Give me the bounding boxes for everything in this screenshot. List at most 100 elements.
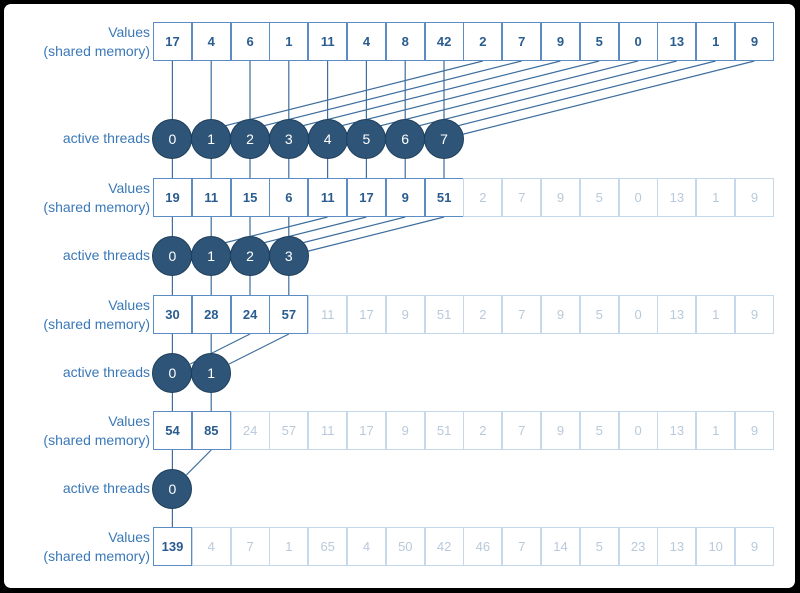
wire-diagonal <box>186 449 212 476</box>
shared-memory-cell: 7 <box>502 22 542 61</box>
shared-memory-cell: 17 <box>347 178 386 217</box>
shared-memory-cell: 42 <box>424 527 464 566</box>
shared-memory-cell: 9 <box>735 22 774 61</box>
values-label-line2: (shared memory) <box>43 432 150 448</box>
shared-memory-cell: 7 <box>502 527 542 566</box>
shared-memory-cell: 23 <box>618 527 658 566</box>
thread-node: 1 <box>191 236 232 276</box>
shared-memory-cell: 4 <box>347 527 386 566</box>
wire-diagonal <box>385 60 677 135</box>
shared-memory-cell: 65 <box>308 527 348 566</box>
thread-node: 0 <box>152 236 193 276</box>
thread-node: 2 <box>230 119 270 159</box>
thread-node: 2 <box>230 236 270 276</box>
shared-memory-cell: 9 <box>385 295 425 334</box>
shared-memory-cell: 0 <box>618 411 658 450</box>
values-label: Values (shared memory) <box>4 412 150 450</box>
shared-memory-cell: 1 <box>696 22 736 61</box>
shared-memory-cell: 5 <box>579 527 619 566</box>
shared-memory-cell: 1 <box>269 22 309 61</box>
shared-memory-cell: 24 <box>230 295 270 334</box>
shared-memory-cell: 9 <box>735 178 774 217</box>
values-label: Values (shared memory) <box>4 23 150 61</box>
shared-memory-cell: 50 <box>385 527 425 566</box>
shared-memory-cell: 0 <box>618 178 658 217</box>
wire-diagonal <box>424 60 716 135</box>
values-label-line1: Values <box>108 297 150 313</box>
thread-node: 5 <box>346 119 387 159</box>
shared-memory-cell: 11 <box>308 22 348 61</box>
shared-memory-cell: 1 <box>696 178 736 217</box>
shared-memory-cell: 7 <box>502 411 542 450</box>
shared-memory-cell: 4 <box>347 22 386 61</box>
active-threads-label: active threads <box>62 364 150 380</box>
shared-memory-cell: 51 <box>424 178 464 217</box>
shared-memory-cell: 9 <box>385 178 425 217</box>
values-label-line2: (shared memory) <box>43 199 150 215</box>
thread-node: 4 <box>307 119 348 159</box>
shared-memory-cell: 2 <box>463 295 503 334</box>
shared-memory-cell: 5 <box>579 295 619 334</box>
values-label-line1: Values <box>108 529 150 545</box>
thread-node: 3 <box>268 236 309 276</box>
shared-memory-cell: 54 <box>153 411 192 450</box>
shared-memory-cell: 57 <box>269 411 309 450</box>
thread-node: 1 <box>191 119 232 159</box>
shared-memory-cell: 1 <box>696 411 736 450</box>
shared-memory-cell: 5 <box>579 22 619 61</box>
values-label: Values (shared memory) <box>4 296 150 334</box>
shared-memory-cell: 14 <box>541 527 580 566</box>
values-label-line1: Values <box>108 413 150 429</box>
shared-memory-cell: 51 <box>424 411 464 450</box>
values-label-line1: Values <box>108 24 150 40</box>
shared-memory-cell: 5 <box>579 411 619 450</box>
shared-memory-cell: 51 <box>424 295 464 334</box>
values-label: Values (shared memory) <box>4 528 150 566</box>
shared-memory-cell: 9 <box>541 22 580 61</box>
values-label-line2: (shared memory) <box>43 548 150 564</box>
shared-memory-cell: 13 <box>657 178 697 217</box>
shared-memory-cell: 1 <box>696 295 736 334</box>
shared-memory-cell: 28 <box>191 295 231 334</box>
thread-node: 0 <box>152 469 193 509</box>
wire-diagonal <box>463 60 755 135</box>
thread-node: 7 <box>424 119 464 159</box>
values-label-line2: (shared memory) <box>43 43 150 59</box>
shared-memory-cell: 9 <box>541 295 580 334</box>
values-label-line2: (shared memory) <box>43 316 150 332</box>
shared-memory-cell: 17 <box>153 22 192 61</box>
shared-memory-cell: 17 <box>347 411 386 450</box>
shared-memory-cell: 4 <box>191 22 231 61</box>
shared-memory-cell: 13 <box>657 295 697 334</box>
shared-memory-cell: 85 <box>191 411 231 450</box>
shared-memory-cell: 2 <box>463 22 503 61</box>
shared-memory-cell: 0 <box>618 295 658 334</box>
shared-memory-cell: 7 <box>230 527 270 566</box>
shared-memory-cell: 7 <box>502 178 542 217</box>
shared-memory-cell: 11 <box>191 178 231 217</box>
active-threads-label: active threads <box>62 130 150 146</box>
shared-memory-cell: 46 <box>463 527 503 566</box>
shared-memory-cell: 11 <box>308 411 348 450</box>
active-threads-label: active threads <box>62 247 150 263</box>
shared-memory-cell: 17 <box>347 295 386 334</box>
thread-node: 1 <box>191 353 232 393</box>
active-threads-label: active threads <box>62 480 150 496</box>
shared-memory-cell: 9 <box>735 411 774 450</box>
thread-node: 3 <box>268 119 309 159</box>
shared-memory-cell: 15 <box>230 178 270 217</box>
thread-node: 6 <box>385 119 426 159</box>
shared-memory-cell: 24 <box>230 411 270 450</box>
shared-memory-cell: 4 <box>191 527 231 566</box>
shared-memory-cell: 9 <box>735 527 774 566</box>
shared-memory-cell: 42 <box>424 22 464 61</box>
shared-memory-cell: 6 <box>269 178 309 217</box>
shared-memory-cell: 13 <box>657 527 697 566</box>
shared-memory-cell: 13 <box>657 411 697 450</box>
shared-memory-cell: 2 <box>463 178 503 217</box>
shared-memory-cell: 9 <box>541 178 580 217</box>
shared-memory-cell: 2 <box>463 411 503 450</box>
shared-memory-cell: 1 <box>269 527 309 566</box>
shared-memory-cell: 9 <box>735 295 774 334</box>
